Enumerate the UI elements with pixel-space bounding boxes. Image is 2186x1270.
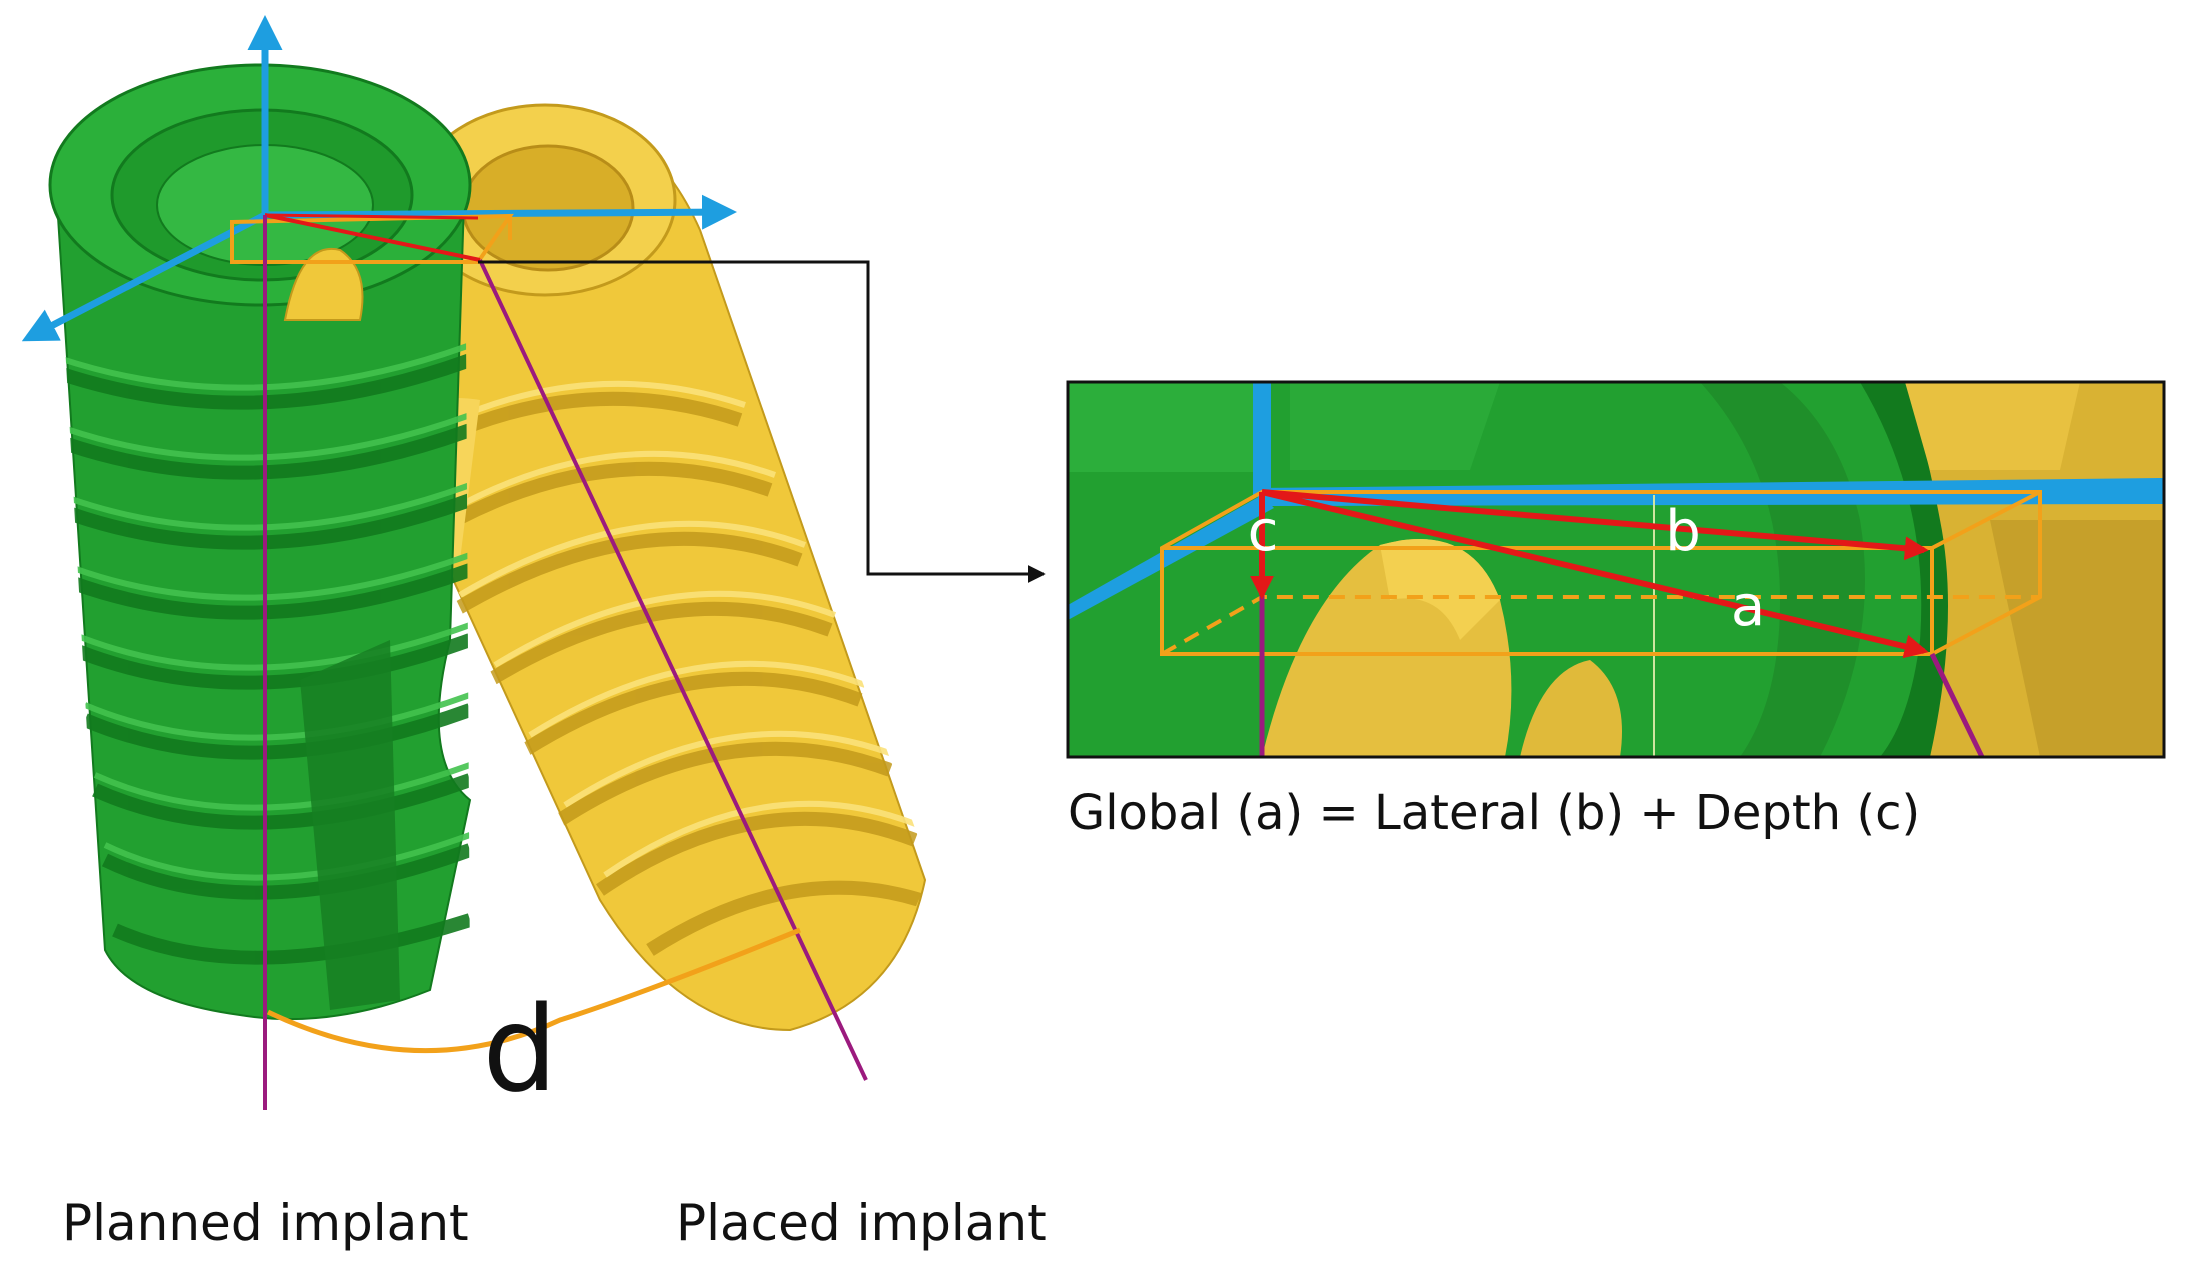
axis-arrow-icon (21, 211, 267, 342)
zoom-inset-frame (1066, 380, 2166, 759)
implant-axes (263, 215, 868, 1110)
connector-arrow-icon (478, 260, 1046, 583)
planned-implant (48, 63, 472, 1021)
placed-implant-caption: Placed implant (676, 1194, 1047, 1252)
vector-b-label: b (1665, 499, 1701, 564)
vector-a (1261, 489, 1929, 659)
planned-implant-caption: Planned implant (62, 1194, 469, 1252)
placed-implant-bore (461, 144, 635, 272)
vector-a-label: a (1731, 574, 1765, 639)
zoom-inset: b a c (1066, 380, 2166, 759)
placed-implant-visible-in-bore (283, 247, 364, 321)
axis-arrow-icon (264, 194, 737, 230)
planned-implant-threads (55, 353, 470, 965)
planned-implant-thread-highlights (55, 342, 470, 881)
coordinate-axes (21, 15, 737, 342)
vector-c-label: c (1248, 499, 1279, 564)
planned-implant-apical-groove (300, 640, 400, 1010)
placed-implant-axis (478, 259, 868, 1081)
deviation-formula: Global (a) = Lateral (b) + Depth (c) (1068, 785, 1921, 841)
angle-arc (266, 927, 801, 1054)
angle-label: d (483, 980, 558, 1118)
vector-b (1261, 489, 1929, 561)
